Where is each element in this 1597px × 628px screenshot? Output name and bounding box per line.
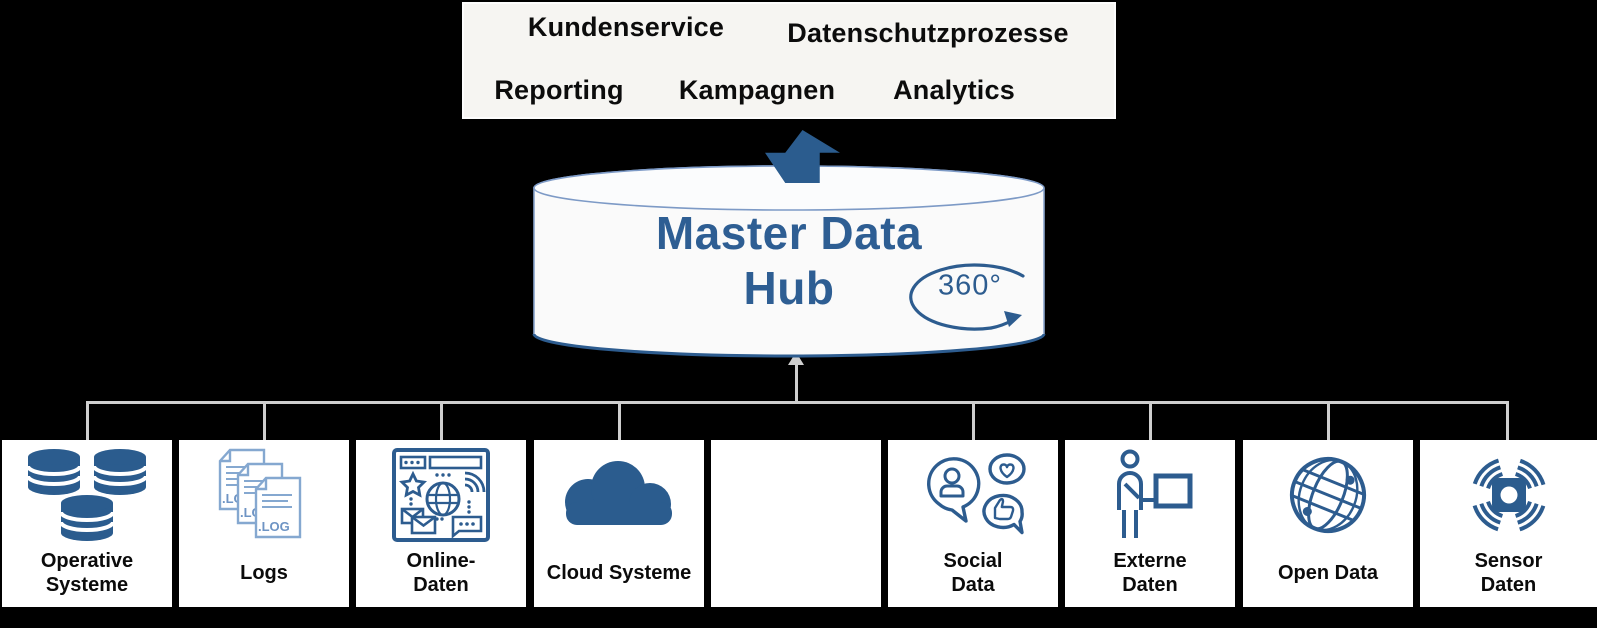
source-label-line1: Social [943,549,1003,572]
connector-drop-6 [972,401,975,440]
source-label: Online- Daten [407,546,476,607]
connector-drop-7 [1149,401,1152,440]
source-label-line1: Logs [240,561,288,584]
connector-drop-8 [1327,401,1330,440]
label-kampagnen: Kampagnen [678,75,836,105]
source-box-open-data: Open Data [1243,440,1413,607]
hub-title: Master Data Hub [532,206,1046,316]
source-label: Externe Daten [1113,546,1186,607]
connector-drop-1 [86,401,89,440]
log-files-icon: .LOG .LOG .LOG [212,444,316,546]
source-label-line1: Online- [406,549,476,572]
source-box-social-data: Social Data [888,440,1058,607]
source-box-externe-daten: Externe Daten [1065,440,1235,607]
source-label: Open Data [1278,546,1378,607]
label-analytics: Analytics [893,75,1015,105]
source-label-line1: Operative [40,549,134,572]
source-box-logs: .LOG .LOG .LOG Logs [179,440,349,607]
cloud-icon [552,444,686,546]
sensor-waves-icon [1459,444,1559,546]
label-reporting: Reporting [494,75,624,105]
connector-arrow-line [795,363,798,402]
hub-title-line1: Master Data [655,207,923,259]
hub-title-line2: Hub [743,262,835,314]
source-label: Sensor Daten [1475,546,1543,607]
badge-360-text: 360° [938,269,1002,302]
applications-panel: Kundenservice Datenschutzprozesse Report… [462,2,1116,119]
connector-drop-4 [618,401,621,440]
connector-horizontal-line [87,401,1509,404]
source-label: Operative Systeme [41,546,133,607]
browser-web-icon [391,444,491,546]
presenter-board-icon [1098,444,1202,546]
source-box-online-daten: Online- Daten [356,440,526,607]
source-label: Social Data [944,546,1003,607]
source-label: Logs [240,546,288,607]
connector-drop-3 [440,401,443,440]
social-bubbles-icon [914,444,1032,546]
source-label-line1: Cloud Systeme [546,561,692,584]
label-kundenservice: Kundenservice [527,12,725,42]
rotation-ellipse-arrow-icon [909,263,1025,331]
log-file-label: .LOG [258,519,290,534]
source-label-line2: Daten [1122,573,1178,596]
connector-drop-2 [263,401,266,440]
source-label-line2: Systeme [45,573,129,596]
source-label-line2: Daten [413,573,469,596]
source-label-line2: Daten [1480,573,1537,596]
globe-network-icon [1281,444,1375,546]
source-label-line1: Sensor [1474,549,1543,572]
source-label-line1: Open Data [1277,561,1379,584]
source-label: Cloud Systeme [547,546,691,607]
source-box-empty [711,440,881,607]
source-box-operative-systeme: Operative Systeme [2,440,172,607]
source-label-line2: Data [951,573,995,596]
badge-360: 360° [903,258,1048,342]
database-stack-icon [21,444,153,546]
connector-drop-9 [1506,401,1509,440]
label-datenschutzprozesse: Datenschutzprozesse [787,18,1069,48]
source-box-cloud-systeme: Cloud Systeme [534,440,704,607]
source-box-sensor-daten: Sensor Daten [1420,440,1597,607]
source-label-line1: Externe [1113,549,1187,572]
